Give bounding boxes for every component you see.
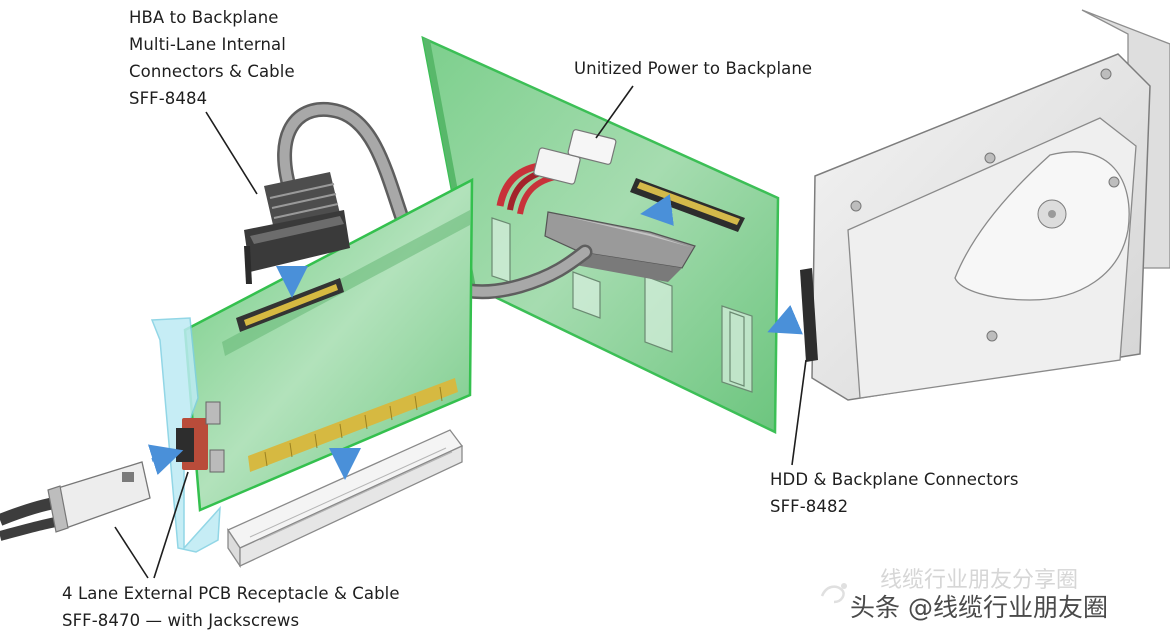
power-connector [496, 147, 581, 215]
label-hba-backplane: HBA to Backplane Multi-Lane Internal Con… [129, 8, 295, 108]
watermark-logo-icon [820, 583, 847, 604]
label-unitized-power: Unitized Power to Backplane [574, 59, 813, 78]
hba-cable-plug [244, 172, 350, 284]
pci-slot [227, 429, 464, 569]
external-cable [0, 461, 151, 541]
label-hdd-backplane: HDD & Backplane Connectors SFF-8482 [770, 470, 1019, 516]
hba-card [147, 177, 474, 553]
backplane-board [421, 35, 780, 434]
leader-lines [114, 85, 807, 579]
label-external-receptacle: 4 Lane External PCB Receptacle & Cable S… [62, 584, 400, 630]
watermark-main-text: 头条 @线缆行业朋友圈 [850, 593, 1108, 622]
hard-disk-drive [767, 9, 1170, 401]
watermark-faint-text: 线缆行业朋友分享圈 [880, 568, 1079, 593]
backplane-connector-housings [491, 217, 753, 393]
